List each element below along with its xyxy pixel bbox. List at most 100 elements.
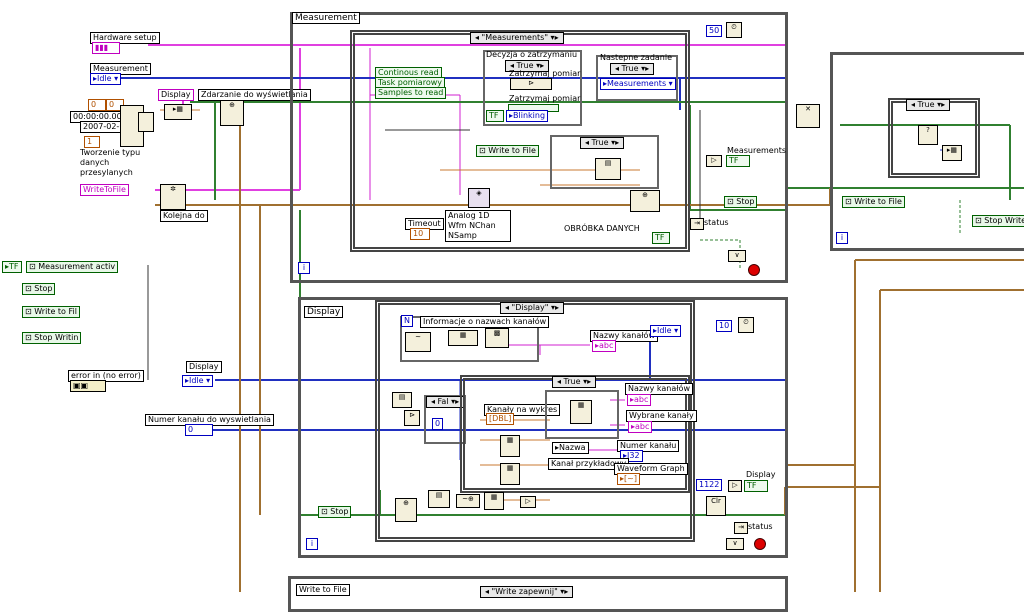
stop-terminal-m[interactable]	[748, 264, 760, 276]
unbundle-node-d2[interactable]: ⇥	[734, 522, 748, 534]
analog-polymorphic[interactable]: Analog 1D Wfm NChan NSamp	[445, 210, 511, 242]
queue-node[interactable]: ▸▦	[164, 104, 192, 120]
not-node-d[interactable]: ▷	[520, 496, 536, 508]
display-loop-title: Display	[304, 306, 344, 318]
display-ind-label: Display	[746, 470, 776, 479]
cluster-icon	[138, 112, 154, 132]
property-node-1[interactable]: ~	[405, 332, 431, 352]
tf-m: TF	[652, 232, 670, 244]
write-file-while-loop	[830, 52, 1024, 251]
array-size-node[interactable]: ▤	[392, 392, 412, 408]
display-ind: TF	[744, 480, 768, 492]
wybrane-kanaly-label: Wybrane kanały	[626, 410, 697, 422]
wait-icon: ⏲	[726, 22, 742, 38]
right-write-to-file[interactable]: ⊡ Write to File	[842, 196, 905, 208]
display-true-selector[interactable]: ◂ True ▾▸	[552, 376, 597, 388]
decyzja-case	[483, 50, 582, 126]
display2-control[interactable]: ▸Idle ▾	[182, 375, 214, 387]
stop-local-node[interactable]: ⊡ Stop	[22, 283, 56, 295]
daqmx-read-node[interactable]: ◈	[468, 188, 490, 208]
stop-local-d[interactable]: ⊡ Stop	[318, 506, 352, 518]
not-node-disp[interactable]: ▷	[728, 480, 742, 492]
index-node-5[interactable]: ▦	[484, 492, 504, 510]
num-control-1[interactable]: 1	[84, 136, 100, 148]
false-selector[interactable]: ◂ Fal ▾▸	[426, 396, 465, 408]
display-value-0[interactable]: 0	[432, 418, 444, 430]
right-stop-write[interactable]: ⊡ Stop Write	[972, 215, 1024, 227]
error-in-control[interactable]: ▣▣	[70, 380, 106, 392]
compare-node[interactable]: ⊳	[510, 78, 552, 90]
measurements-ind-label: Measurements	[727, 146, 787, 155]
dequeue-node[interactable]: ⊕	[395, 498, 417, 522]
stop-writing-local-node[interactable]: ⊡ Stop Writin	[22, 332, 82, 344]
unbundle-node-d[interactable]: ▤	[428, 490, 450, 508]
timeout-control[interactable]: 10	[410, 228, 430, 240]
nazwy-kanalow2-label: Nazwy kanałów	[625, 383, 693, 395]
create-notifier-node[interactable]: ⊕	[220, 100, 244, 126]
numer-kanalu-control[interactable]: 0	[185, 424, 213, 436]
not-node-m[interactable]: ▷	[706, 155, 722, 167]
measurement-control[interactable]: ▸Idle ▾	[90, 73, 122, 85]
obtain-queue-node[interactable]: ✲	[160, 184, 186, 210]
merge-errors-node[interactable]: ⊕	[630, 190, 660, 212]
clear-errors-node[interactable]: Clr	[706, 496, 726, 516]
measurements-ring[interactable]: ▸Measurements ▾	[600, 78, 676, 90]
meas-active-node[interactable]: ⊡ Measurement activ	[26, 261, 119, 273]
inner-true-selector[interactable]: ◂ True ▾▸	[580, 137, 625, 149]
zdarzanie-label: Zdarzanie do wyświetlania	[198, 89, 311, 101]
display-label: Display	[158, 89, 194, 101]
index-array-node-2[interactable]: ▦	[570, 400, 592, 424]
display-case-selector[interactable]: ◂ "Display" ▾▸	[500, 302, 564, 314]
inner-true-case	[550, 135, 659, 189]
decyzja-selector[interactable]: ◂ True ▾▸	[505, 60, 550, 72]
bottom-loop-title: Write to File	[296, 584, 350, 596]
blinking-prop[interactable]: ▸Blinking	[506, 110, 549, 122]
kanaly-na-wykres-ctl[interactable]: [DBL]	[486, 413, 515, 425]
obrobka-label: OBRÓBKA DANYCH	[564, 224, 640, 233]
zatrzymaj2-label: Zatrzymaj pomiar	[509, 94, 581, 103]
measurement-case-selector[interactable]: ◂ "Measurements" ▾▸	[470, 32, 564, 44]
wait-icon-display: ⏲	[738, 317, 754, 333]
num-control-0[interactable]: 0	[88, 99, 106, 111]
for-loop-2	[545, 390, 619, 439]
bottom-case-selector[interactable]: ◂ "Write zapewnij" ▾▸	[480, 586, 574, 598]
idle-constant[interactable]: ▸Idle ▾	[650, 325, 682, 337]
or-node-m[interactable]: ∨	[728, 250, 746, 262]
nastepne-label: Nastepne zadanie	[600, 53, 673, 62]
nazwy-kanalow2-ind: ▸abc	[627, 394, 652, 406]
stop-local-m[interactable]: ⊡ Stop	[724, 196, 758, 208]
write-to-file-local-m[interactable]: ⊡ Write to File	[476, 145, 539, 157]
convert-node[interactable]: ~⊕	[456, 494, 480, 508]
build-array-node[interactable]: ▩	[485, 328, 509, 348]
iteration-terminal-m: i	[298, 262, 310, 274]
waveform-graph-ind: ▸[~]	[617, 473, 640, 485]
writetofile-control[interactable]: WriteToFile	[80, 184, 129, 196]
iteration-terminal-d: i	[306, 538, 318, 550]
hardware-setup-control[interactable]: ▮▮▮	[92, 42, 120, 54]
index-node-4[interactable]: ▦	[500, 463, 520, 485]
index-node-1[interactable]: ▦	[448, 330, 478, 346]
nazwy-kanalow-ind: ▸abc	[592, 340, 617, 352]
display-1122[interactable]: 1122	[696, 479, 723, 491]
informacje-label: Informacje o nazwach kanałów	[420, 316, 550, 328]
loop-count-display[interactable]: 10	[716, 320, 733, 332]
write-file-node[interactable]: ▤	[595, 158, 621, 180]
right-write-node[interactable]: ▸▦	[942, 145, 962, 161]
stop-terminal-d[interactable]	[754, 538, 766, 550]
right-case-selector[interactable]: ◂ True ▾▸	[906, 99, 951, 111]
unbundle-node[interactable]: ⇥	[690, 218, 704, 230]
nastepne-case	[596, 55, 678, 101]
nastepne-selector[interactable]: ◂ True ▾▸	[610, 63, 655, 75]
waveform-graph-label: Waveform Graph	[614, 463, 688, 475]
numer-kanalu-ind-label: Numer kanału	[617, 440, 680, 452]
loop-count-measurement[interactable]: 50	[706, 25, 723, 37]
release-queue-node[interactable]: ✕	[796, 104, 820, 128]
right-case-node[interactable]: ?	[918, 125, 938, 145]
iteration-terminal-r: i	[836, 232, 848, 244]
index-node-3[interactable]: ▦	[500, 435, 520, 457]
greater-node[interactable]: ⊳	[404, 410, 420, 426]
or-node-d[interactable]: ∨	[726, 538, 744, 550]
write-to-file-local-node[interactable]: ⊡ Write to Fil	[22, 306, 80, 318]
samples-to-read-prop[interactable]: Samples to read	[375, 87, 447, 99]
measurement-loop-title: Measurement	[292, 12, 360, 24]
